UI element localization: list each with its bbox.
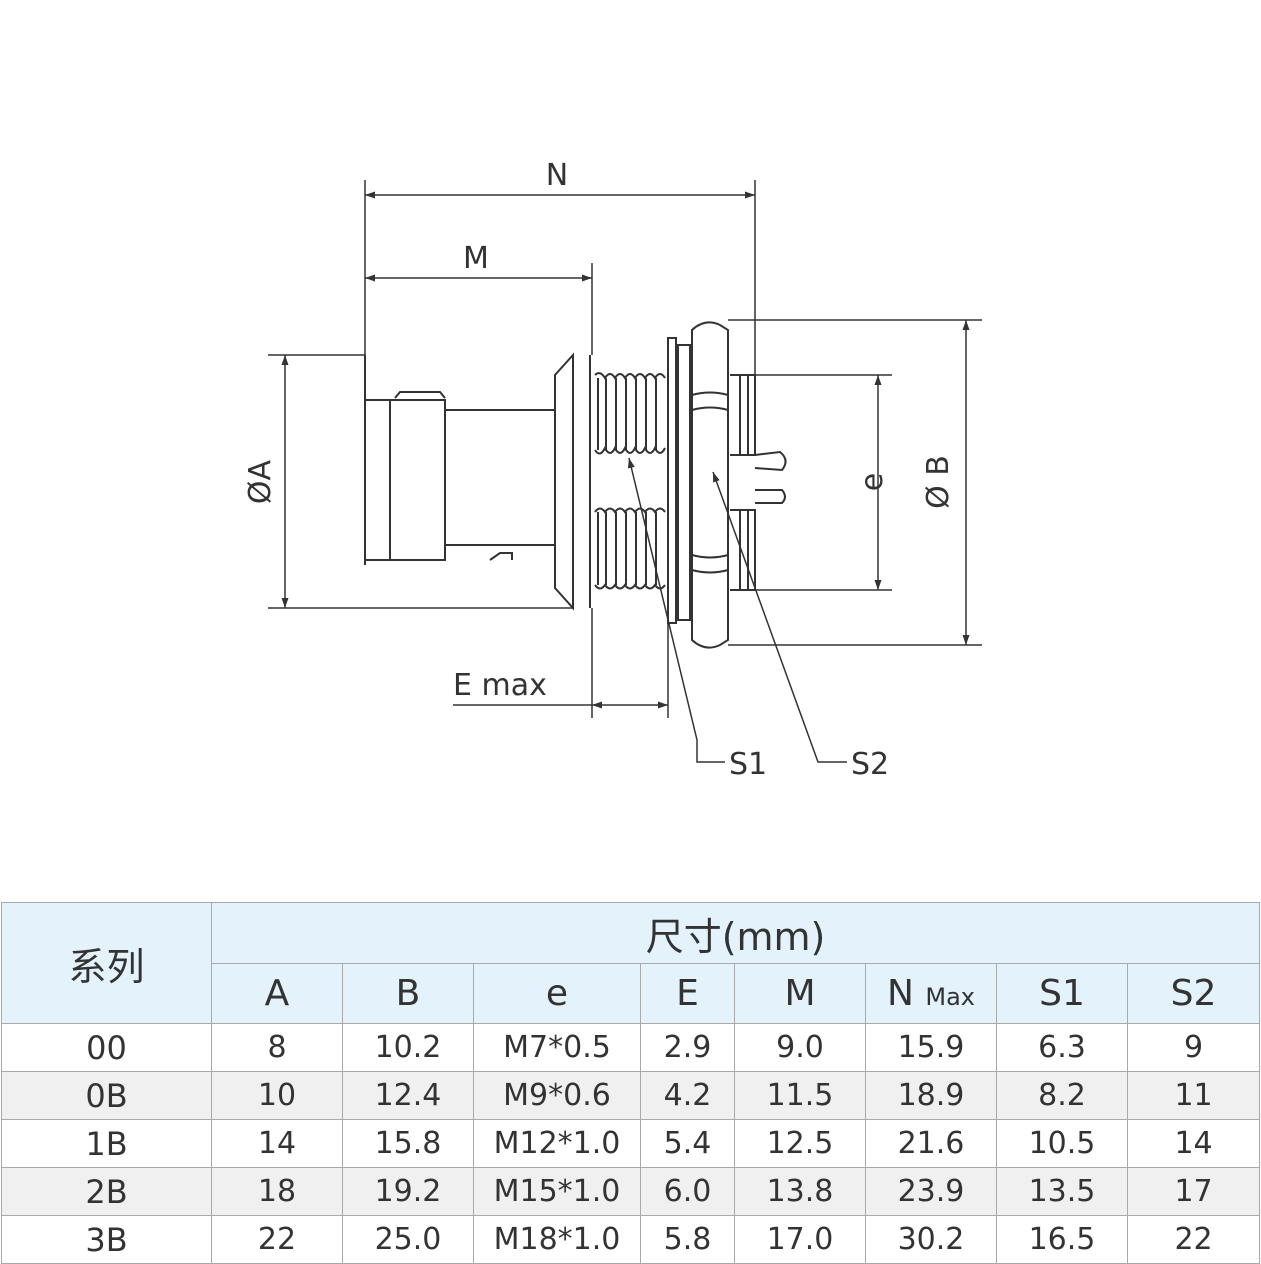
series-cell: 00 xyxy=(1,1023,212,1072)
value-cell: 23.9 xyxy=(865,1167,997,1216)
series-cell: 0B xyxy=(1,1071,212,1120)
series-cell: 1B xyxy=(1,1119,212,1168)
column-header-m: M xyxy=(734,963,866,1024)
value-cell: 5.8 xyxy=(640,1215,735,1264)
value-cell: M12*1.0 xyxy=(473,1119,641,1168)
value-cell: 12.4 xyxy=(342,1071,474,1120)
value-cell: 13.8 xyxy=(734,1167,866,1216)
value-cell: 14 xyxy=(1126,1119,1261,1168)
dimension-labels: N M ØA e Ø B E max S1 S2 xyxy=(243,158,956,782)
label-n: N xyxy=(546,158,568,193)
series-cell: 2B xyxy=(1,1167,212,1216)
column-header-label: B xyxy=(395,973,421,1014)
value-cell: 9 xyxy=(1126,1023,1261,1072)
column-header-label: S1 xyxy=(1039,973,1085,1014)
value-cell: 8.2 xyxy=(996,1071,1128,1120)
column-header-n: N Max xyxy=(865,963,997,1024)
column-header-e: E xyxy=(640,963,735,1024)
series-cell: 3B xyxy=(1,1215,212,1264)
value-cell: 11 xyxy=(1126,1071,1261,1120)
value-cell: 15.9 xyxy=(865,1023,997,1072)
label-s2: S2 xyxy=(851,747,889,782)
value-cell: 18 xyxy=(211,1167,343,1216)
value-cell: 25.0 xyxy=(342,1215,474,1264)
column-header-sublabel: Max xyxy=(925,983,975,1011)
column-header-s1: S1 xyxy=(996,963,1128,1024)
connector-body xyxy=(364,321,787,649)
value-cell: 19.2 xyxy=(342,1167,474,1216)
column-header-e: e xyxy=(473,963,641,1024)
label-s1: S1 xyxy=(729,747,767,782)
value-cell: 21.6 xyxy=(865,1119,997,1168)
column-header-a: A xyxy=(211,963,343,1024)
value-cell: 2.9 xyxy=(640,1023,735,1072)
label-e-max: E max xyxy=(453,668,547,703)
connector-dimension-drawing: N M ØA e Ø B E max S1 S2 xyxy=(243,158,982,782)
column-header-label: M xyxy=(784,973,816,1014)
value-cell: 13.5 xyxy=(996,1167,1128,1216)
column-header-label: S2 xyxy=(1170,973,1217,1014)
series-header: 系列 xyxy=(1,902,212,1024)
value-cell: 6.3 xyxy=(996,1023,1128,1072)
value-cell: M9*0.6 xyxy=(473,1071,641,1120)
value-cell: 17.0 xyxy=(734,1215,866,1264)
value-cell: 17 xyxy=(1126,1167,1261,1216)
value-cell: 10.2 xyxy=(342,1023,474,1072)
column-header-b: B xyxy=(342,963,474,1024)
value-cell: 11.5 xyxy=(734,1071,866,1120)
column-header-s2: S2 xyxy=(1126,963,1261,1024)
label-dia-b: Ø B xyxy=(921,455,956,509)
value-cell: 4.2 xyxy=(640,1071,735,1120)
value-cell: 8 xyxy=(211,1023,343,1072)
dimension-lines xyxy=(268,180,982,763)
value-cell: 10.5 xyxy=(996,1119,1128,1168)
value-cell: 30.2 xyxy=(865,1215,997,1264)
label-m: M xyxy=(463,241,489,276)
value-cell: 18.9 xyxy=(865,1071,997,1120)
value-cell: 16.5 xyxy=(996,1215,1128,1264)
column-header-label: A xyxy=(264,973,290,1014)
value-cell: 15.8 xyxy=(342,1119,474,1168)
value-cell: M7*0.5 xyxy=(473,1023,641,1072)
size-group-header: 尺寸(mm) xyxy=(210,902,1261,964)
column-header-label: E xyxy=(676,973,699,1014)
value-cell: 10 xyxy=(211,1071,343,1120)
value-cell: 22 xyxy=(1126,1215,1261,1264)
value-cell: 6.0 xyxy=(640,1167,735,1216)
value-cell: 14 xyxy=(211,1119,343,1168)
value-cell: M18*1.0 xyxy=(473,1215,641,1264)
label-dia-a: ØA xyxy=(243,459,278,504)
value-cell: 9.0 xyxy=(734,1023,866,1072)
column-header-label: N xyxy=(886,973,914,1014)
column-header-label: e xyxy=(545,973,569,1014)
value-cell: 22 xyxy=(211,1215,343,1264)
value-cell: 12.5 xyxy=(734,1119,866,1168)
value-cell: 5.4 xyxy=(640,1119,735,1168)
value-cell: M15*1.0 xyxy=(473,1167,641,1216)
label-e: e xyxy=(855,473,890,491)
